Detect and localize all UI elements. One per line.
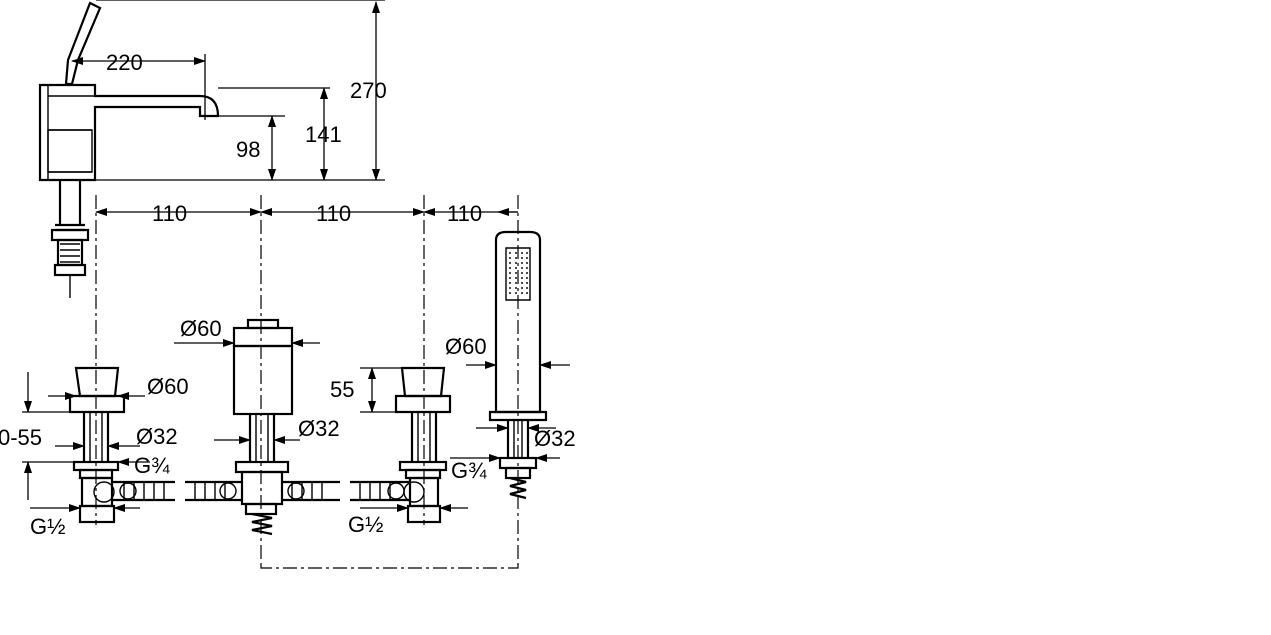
spout-body	[38, 83, 220, 182]
label-spacing-2: 110	[316, 201, 351, 226]
label-total-height: 270	[350, 78, 387, 103]
label-diam-shower-shank: Ø32	[534, 426, 576, 451]
label-spacing-3: 110	[447, 201, 482, 226]
left-valve	[68, 366, 126, 524]
lower-dimensions	[22, 339, 570, 512]
label-range-left: 0-55	[0, 425, 42, 450]
right-valve	[394, 366, 452, 524]
label-handle-height-right: 55	[330, 377, 354, 402]
label-diam-shower-handset: Ø60	[445, 334, 487, 359]
label-spout-outlet-height: 98	[236, 137, 260, 162]
label-thread-shower: G¾	[451, 458, 487, 483]
label-thread-right-bottom: G½	[348, 512, 383, 537]
side-dimensions	[71, 0, 385, 181]
label-diam-center-body: Ø60	[180, 316, 222, 341]
connection-hoses	[112, 480, 410, 502]
label-diam-center-shank: Ø32	[298, 416, 340, 441]
spout-side-view	[38, 1, 220, 298]
label-thread-left-top: G¾	[134, 453, 170, 478]
label-spout-reach: 220	[106, 50, 143, 75]
shower-handset	[488, 230, 548, 500]
label-spout-top-height: 141	[305, 122, 342, 147]
label-diam-left-shank: Ø32	[136, 424, 178, 449]
label-thread-left-bottom: G½	[30, 514, 65, 539]
label-spacing-1: 110	[152, 201, 187, 226]
center-valve	[232, 318, 294, 536]
lever-handle	[64, 1, 102, 86]
label-diam-left-handle: Ø60	[147, 374, 189, 399]
